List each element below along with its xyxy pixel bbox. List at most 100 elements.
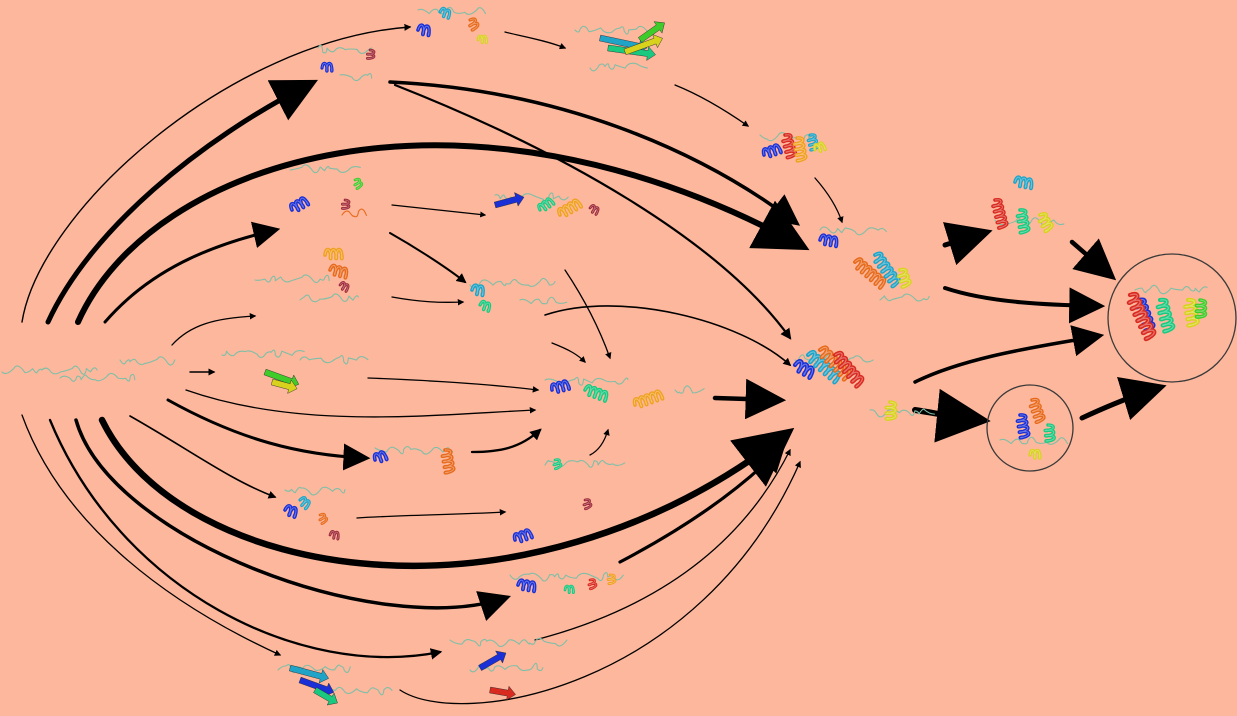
transition-arrow: [912, 388, 991, 443]
alpha-helix: [884, 400, 898, 421]
top-coil-1: [317, 44, 376, 82]
random-coil: [509, 572, 624, 582]
random-coil: [341, 208, 367, 218]
alpha-helix: [1155, 297, 1176, 334]
alpha-helix: [1028, 397, 1046, 425]
transition-arrow: [129, 415, 277, 499]
random-coil: [759, 132, 816, 142]
alpha-helix: [606, 573, 617, 586]
alpha-helix: [1126, 292, 1157, 342]
alpha-helix: [323, 247, 344, 261]
random-coil: [329, 686, 393, 696]
transition-arrow: [166, 398, 371, 471]
alpha-helix: [353, 177, 364, 190]
main-intermediate-upper: [818, 226, 930, 302]
random-coil: [59, 372, 136, 382]
alpha-helix: [587, 578, 598, 591]
alpha-helix: [1015, 413, 1031, 440]
transition-arrow: [589, 428, 610, 456]
alpha-helix: [818, 233, 839, 249]
transition-arrows: [21, 23, 1167, 705]
random-coil: [1134, 284, 1208, 295]
transition-arrow: [48, 418, 443, 660]
transition-arrow: [391, 296, 465, 306]
alpha-helix: [632, 389, 665, 409]
transition-arrow: [367, 377, 540, 393]
random-coil: [299, 355, 369, 365]
alpha-helix: [1194, 298, 1208, 319]
transition-arrow: [564, 269, 612, 360]
alpha-helix: [512, 528, 534, 544]
conformation-states: [1, 6, 1237, 706]
random-coil: [999, 436, 1069, 445]
alpha-helix: [813, 141, 827, 153]
transition-arrow: [674, 84, 750, 127]
random-coil: [544, 459, 626, 468]
transition-arrow: [551, 342, 586, 363]
transition-arrow: [171, 313, 257, 346]
alpha-helix: [320, 61, 334, 73]
random-coil: [469, 277, 556, 289]
alpha-helix: [318, 512, 329, 525]
alpha-helix: [550, 379, 572, 394]
transition-arrow: [391, 204, 487, 218]
random-coil: [277, 664, 351, 674]
alpha-helix: [1028, 448, 1042, 460]
lower-partial-2: [283, 486, 346, 541]
alpha-helix: [1015, 208, 1031, 235]
top-partial-1: [416, 6, 488, 45]
alpha-helix: [552, 458, 563, 471]
transition-arrow: [470, 428, 542, 454]
transition-arrow: [942, 222, 993, 266]
top-beta-state: [574, 21, 665, 72]
beta-strand: [493, 192, 525, 209]
transition-arrow: [943, 286, 1106, 324]
random-coil: [221, 349, 305, 358]
beta-strand: [489, 685, 516, 701]
beta-strand: [478, 650, 507, 671]
random-coil: [417, 6, 487, 15]
transition-arrow: [185, 389, 537, 418]
transition-arrow: [913, 325, 1105, 384]
transition-arrow: [98, 416, 795, 569]
near-native-state: [991, 175, 1065, 235]
alpha-helix: [1013, 175, 1034, 191]
beta-strand: [313, 687, 338, 706]
transition-arrow: [544, 305, 792, 367]
alpha-helix: [328, 263, 349, 280]
transition-arrow: [712, 378, 787, 420]
random-coil: [674, 385, 705, 394]
transition-arrow: [1069, 238, 1117, 281]
alpha-helix: [557, 198, 584, 218]
mid-partial-2: [254, 247, 359, 303]
random-coil: [519, 296, 568, 305]
alpha-helix: [537, 197, 556, 212]
lower-partial-1: [372, 446, 456, 475]
random-coil: [289, 164, 361, 174]
alpha-helix: [582, 498, 593, 511]
alternate-folded-state: [986, 384, 1074, 472]
alpha-helix: [853, 257, 887, 290]
mid-partial-1: [289, 164, 367, 218]
alpha-helix: [468, 17, 480, 32]
alpha-helix: [365, 48, 376, 60]
random-coil: [374, 446, 454, 455]
random-coil: [869, 408, 936, 418]
alpha-helix: [583, 384, 609, 403]
transition-arrow: [356, 509, 507, 519]
alpha-helix: [476, 34, 488, 45]
alpha-helix: [470, 283, 485, 298]
random-coil: [1, 365, 98, 375]
transition-arrow: [618, 442, 787, 564]
transition-arrow: [45, 79, 319, 325]
beta-strand: [638, 21, 665, 43]
random-coil: [879, 293, 930, 302]
bottom-partial-1: [509, 572, 624, 595]
mid-partial-4: [469, 277, 568, 313]
random-coil: [819, 226, 887, 236]
transition-arrow: [21, 414, 282, 656]
alpha-helix: [438, 6, 452, 20]
transition-arrow: [1079, 376, 1167, 421]
alpha-helix: [416, 23, 431, 38]
